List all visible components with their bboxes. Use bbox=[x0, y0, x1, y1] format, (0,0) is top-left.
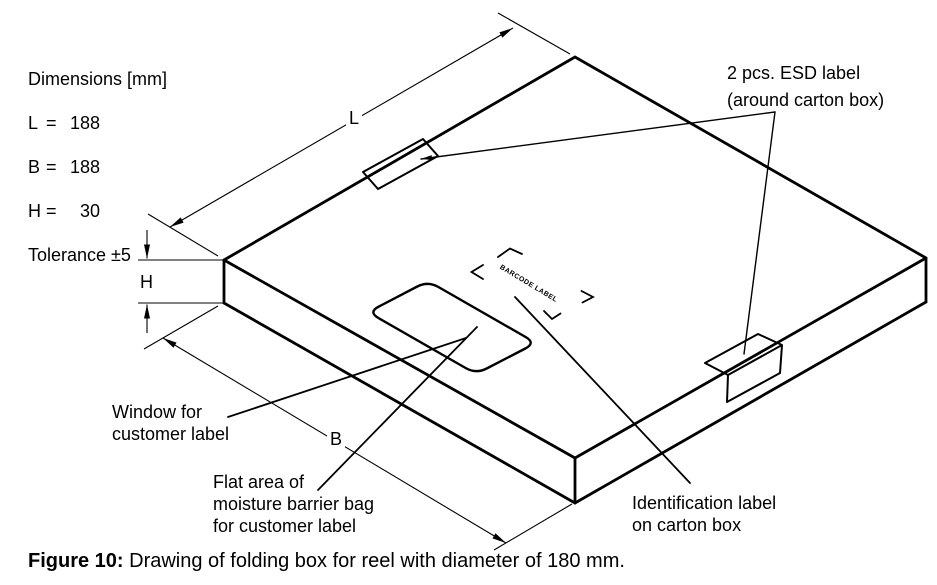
equals-sign: = bbox=[46, 113, 57, 133]
dim-value: 188 bbox=[69, 113, 100, 133]
length-dim-line bbox=[169, 27, 514, 228]
leader-lines bbox=[227, 111, 776, 491]
dimension-row-height: H= 30 bbox=[28, 200, 167, 222]
length-ext-lines bbox=[147, 12, 571, 257]
tolerance-note: Tolerance ±5 bbox=[28, 245, 131, 265]
dim-name: H bbox=[28, 201, 41, 221]
dimensions-note-title: Dimensions [mm] bbox=[28, 69, 168, 89]
flat-area-leader bbox=[317, 326, 478, 491]
esd-label-top-shape bbox=[362, 138, 439, 190]
esd-leader-front bbox=[743, 111, 776, 355]
length-dim-label: L bbox=[346, 107, 363, 129]
dim-value: 30 bbox=[79, 201, 100, 221]
width-dim-label: B bbox=[327, 428, 346, 450]
esd-leader-top bbox=[420, 111, 776, 161]
dim-name: B bbox=[28, 157, 41, 177]
callout-flat-area: Flat area of moisture barrier bag for cu… bbox=[213, 472, 375, 536]
dimensions-note: Dimensions [mm] L=188 B=188 H=30 Toleran… bbox=[28, 46, 167, 288]
dimension-row-width: B= 188 bbox=[28, 156, 167, 178]
figure-caption: Figure 10: Drawing of folding box for re… bbox=[28, 550, 625, 573]
height-dim-label: H bbox=[140, 272, 153, 292]
width-ext-lines bbox=[143, 305, 573, 551]
dimension-row-length: L = 188 bbox=[28, 112, 167, 134]
callout-esd-label: 2 pcs. ESD label (around carton box) bbox=[727, 63, 885, 110]
caption-number: Figure 10: bbox=[28, 550, 124, 572]
dimension-length bbox=[147, 12, 571, 257]
barcode-corner-marks bbox=[469, 247, 595, 321]
window-cutout bbox=[372, 282, 532, 373]
height-ext-lines bbox=[138, 259, 226, 304]
equals-sign: = bbox=[46, 201, 57, 221]
dimension-height bbox=[138, 230, 226, 333]
equals-sign: = bbox=[46, 157, 57, 177]
caption-text: Drawing of folding box for reel with dia… bbox=[123, 550, 625, 572]
esd-label-front-shape bbox=[704, 333, 783, 403]
dim-value: 188 bbox=[69, 157, 100, 177]
identification-leader bbox=[514, 296, 691, 484]
box-vertical-edges bbox=[222, 256, 928, 505]
callout-window: Window for customer label bbox=[112, 402, 230, 444]
callout-identification: Identification label on carton box bbox=[632, 493, 777, 535]
dim-name: L bbox=[28, 113, 39, 133]
box-top-face bbox=[222, 55, 928, 460]
esd-label-fold-line bbox=[727, 344, 783, 376]
